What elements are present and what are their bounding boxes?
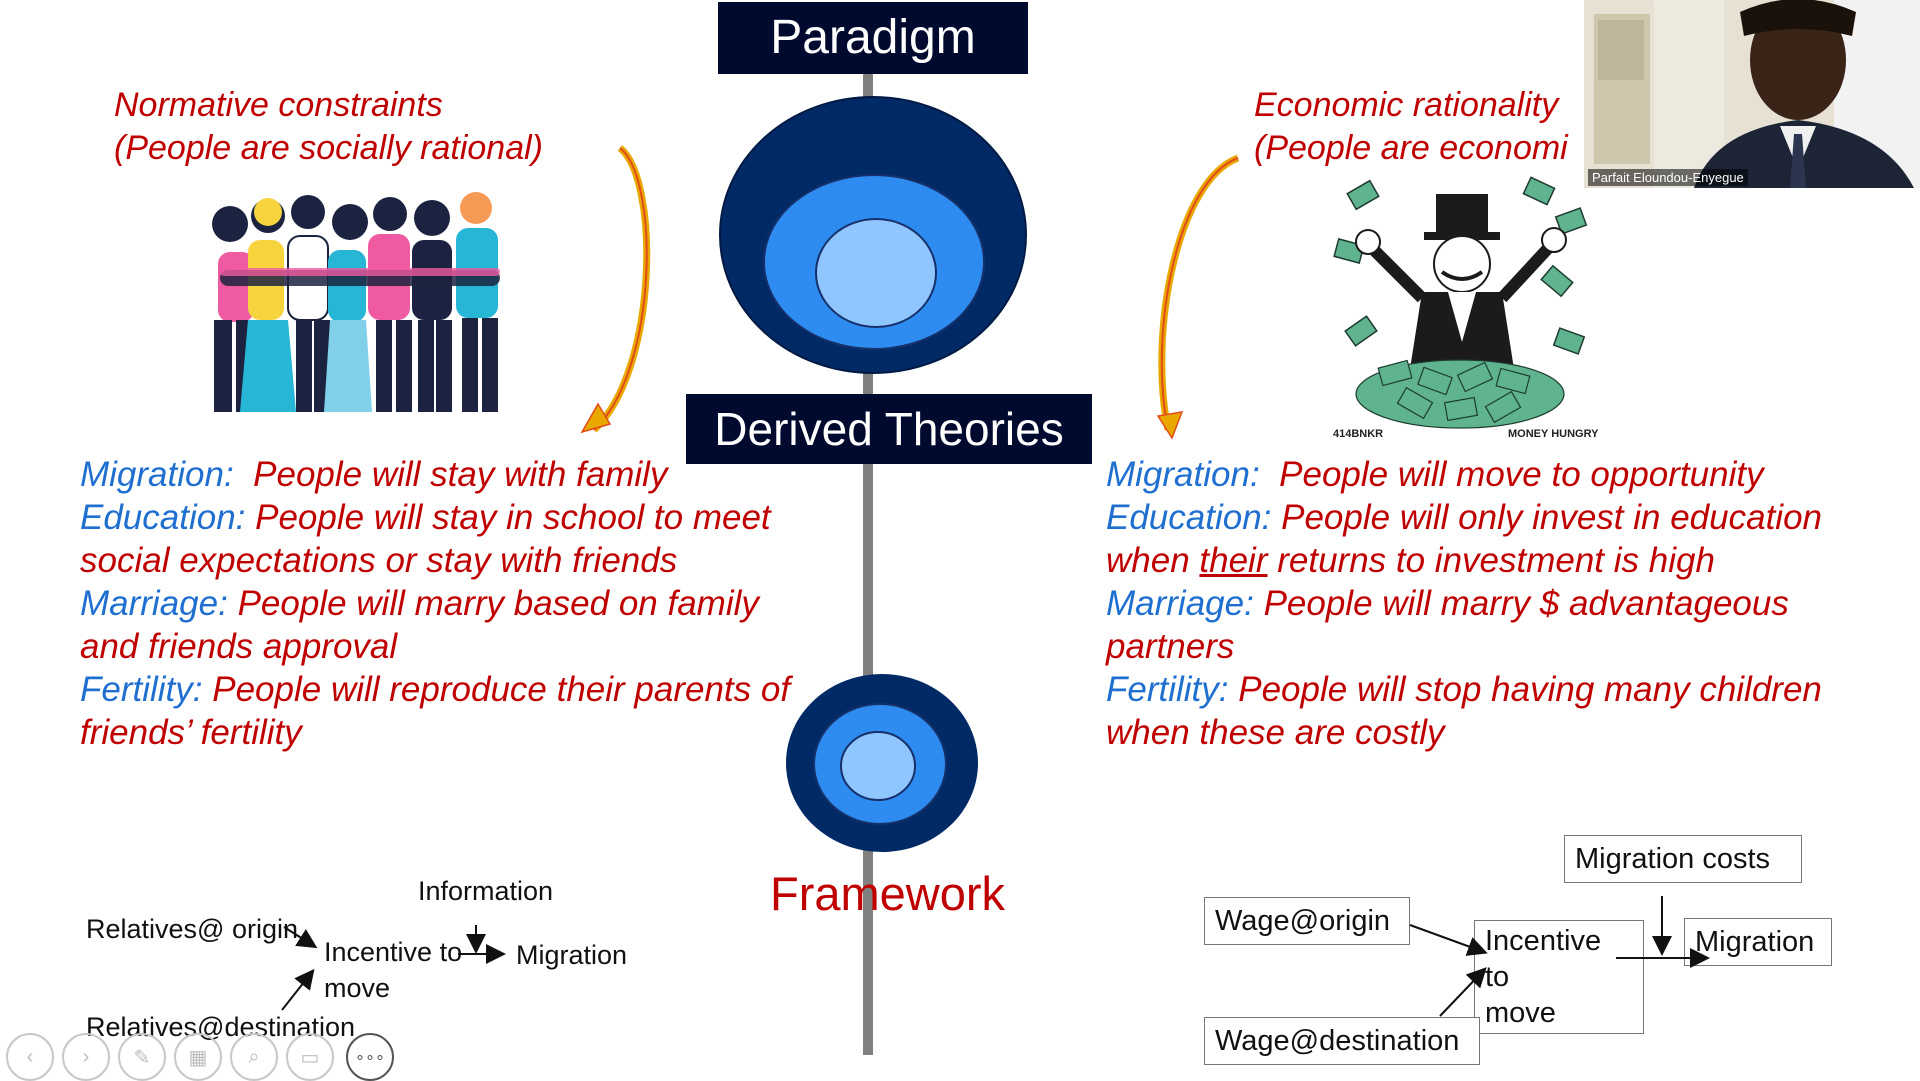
- paradigm-title: Paradigm: [770, 11, 976, 64]
- chevron-left-icon: ‹: [26, 1045, 34, 1068]
- more-options-button[interactable]: ∘∘∘: [346, 1033, 394, 1081]
- right-diagram-migration-costs: Migration costs: [1564, 835, 1802, 883]
- next-slide-button[interactable]: ›: [62, 1033, 110, 1081]
- left-theories: Migration: People will stay with family …: [80, 453, 820, 754]
- left-heading-line2: (People are socially rational): [114, 129, 543, 167]
- framework-title: Framework: [770, 867, 1006, 920]
- money-image-caption-right: MONEY HUNGRY: [1508, 428, 1599, 440]
- left-theory-marriage: Marriage: People will marry based on fam…: [80, 584, 759, 666]
- right-heading-line1: Economic rationality: [1254, 86, 1559, 124]
- left-diagram-incentive: Incentive to move: [324, 937, 463, 1003]
- right-theories: Migration: People will move to opportuni…: [1106, 453, 1866, 754]
- pen-icon: ✎: [133, 1046, 151, 1069]
- grid-icon: ▦: [188, 1046, 208, 1069]
- derived-theories-title-box: Derived Theories: [686, 394, 1092, 464]
- paradigm-title-box: Paradigm: [718, 2, 1028, 74]
- group-hug-illustration: [212, 192, 500, 412]
- left-heading: Normative constraints (People are social…: [114, 84, 543, 170]
- money-hungry-illustration: [1333, 176, 1588, 429]
- right-theory-migration: Migration: People will move to opportuni…: [1106, 455, 1764, 494]
- money-image-caption-left: 414BNKR: [1333, 428, 1384, 440]
- left-diagram-relatives-origin: Relatives@ origin: [86, 914, 298, 944]
- magnifier-icon: ⌕: [248, 1045, 260, 1068]
- derived-theories-title: Derived Theories: [714, 403, 1064, 455]
- right-diagram-wage-origin: Wage@origin: [1204, 897, 1410, 945]
- left-theory-fertility: Fertility: People will reproduce their p…: [80, 670, 791, 752]
- left-curved-arrow-icon: [580, 145, 651, 434]
- previous-slide-button[interactable]: ‹: [6, 1033, 54, 1081]
- more-icon: ∘∘∘: [354, 1049, 386, 1066]
- right-theory-marriage: Marriage: People will marry $ advantageo…: [1106, 584, 1789, 666]
- left-theory-education: Education: People will stay in school to…: [80, 498, 771, 580]
- right-heading-line2: (People are economi: [1254, 129, 1568, 167]
- subtitles-icon: ▭: [300, 1046, 320, 1069]
- participant-video-frame: [1584, 0, 1920, 188]
- right-diagram-incentive: Incentive to move: [1474, 920, 1644, 1034]
- left-theory-migration: Migration: People will stay with family: [80, 455, 668, 494]
- participant-name-label: Parfait Eloundou-Enyegue: [1588, 169, 1748, 186]
- right-heading: Economic rationality (People are economi: [1254, 84, 1568, 170]
- chevron-right-icon: ›: [82, 1045, 90, 1068]
- central-spine: [863, 70, 873, 1055]
- paradigm-circles: [719, 96, 1027, 374]
- right-diagram-wage-destination: Wage@destination: [1204, 1017, 1480, 1065]
- right-theory-fertility: Fertility: People will stop having many …: [1106, 670, 1822, 752]
- framework-circle-inner: [840, 731, 916, 801]
- subtitles-button[interactable]: ▭: [286, 1033, 334, 1081]
- right-theory-education: Education: People will only invest in ed…: [1106, 498, 1823, 580]
- left-diagram-information: Information: [418, 876, 554, 906]
- zoom-button[interactable]: ⌕: [230, 1033, 278, 1081]
- left-diagram-migration: Migration: [516, 940, 628, 970]
- left-heading-line1: Normative constraints: [114, 86, 443, 124]
- paradigm-circle-inner: [815, 218, 937, 328]
- pen-button[interactable]: ✎: [118, 1033, 166, 1081]
- slides-grid-button[interactable]: ▦: [174, 1033, 222, 1081]
- right-curved-arrow-icon: [1156, 154, 1240, 440]
- framework-circles: [786, 674, 978, 852]
- participant-video-tile[interactable]: Parfait Eloundou-Enyegue: [1584, 0, 1920, 188]
